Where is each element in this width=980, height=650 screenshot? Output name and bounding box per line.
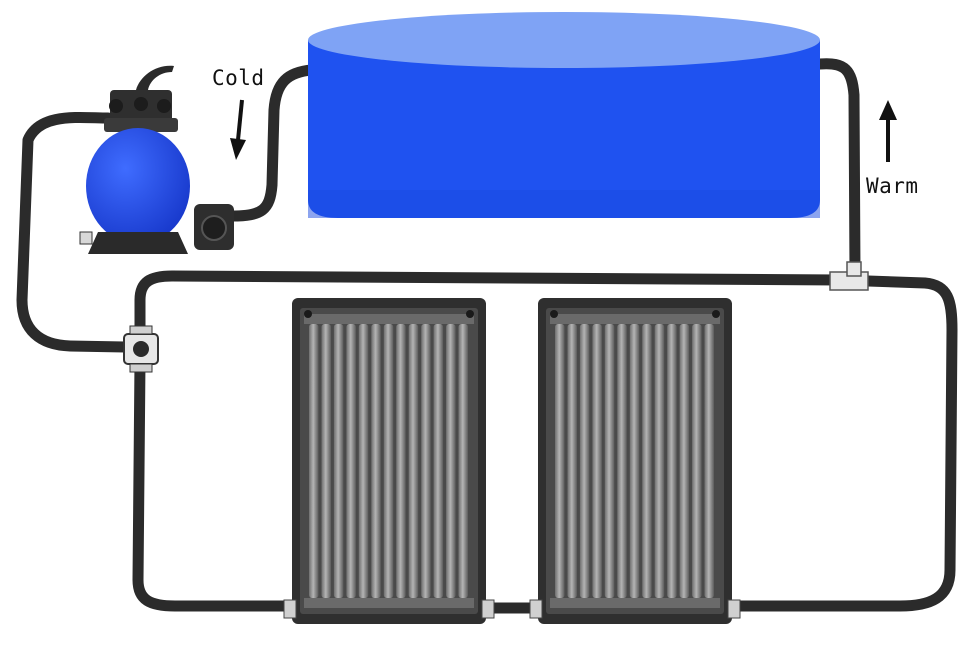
panel-bolt: [466, 310, 474, 318]
hose-tee-right-loop: [730, 275, 958, 612]
pool: [308, 12, 820, 218]
pump-motor-face: [201, 215, 227, 241]
hose-filter-to-valve: [16, 111, 131, 353]
panel-tube: [408, 324, 419, 598]
panel-tube: [458, 324, 468, 598]
panel-tube: [592, 324, 602, 598]
filter-base: [88, 232, 188, 254]
panel-tube: [446, 324, 456, 598]
filter-port-mid: [134, 97, 148, 111]
filter-handle: [136, 65, 174, 90]
panel-tube: [358, 324, 369, 598]
warm-label: Warm: [866, 174, 919, 198]
solar-panel-icon: [283, 298, 495, 624]
panel-header-bottom: [550, 598, 720, 608]
panel-tube: [679, 324, 690, 598]
pool-shadow: [308, 190, 820, 218]
hose-network: [16, 58, 958, 614]
panel-header-top: [304, 314, 474, 324]
panel-tube: [433, 324, 444, 598]
tee-vertical: [846, 261, 862, 277]
panel-tube: [667, 324, 677, 598]
panel-outlet: [481, 599, 495, 619]
pool-body: [308, 40, 820, 218]
hose-valve-to-top-loop: [134, 270, 846, 342]
panel-tube: [421, 324, 431, 598]
panel-tube: [346, 324, 356, 598]
panel-tube: [567, 324, 577, 598]
panel-bolt: [712, 310, 720, 318]
panel-tube: [692, 324, 702, 598]
panel-tube: [396, 324, 406, 598]
panel-tube: [642, 324, 652, 598]
panel-tube: [371, 324, 381, 598]
panel-tube: [309, 324, 319, 598]
panel-bolt: [304, 310, 312, 318]
valve-icon: [123, 325, 159, 373]
valve-collar-bottom: [129, 363, 153, 373]
cold-flow-arrow: [230, 99, 246, 160]
filter-tank: [86, 128, 190, 244]
filter-pump-icon: [79, 65, 234, 254]
filter-valve-ring: [104, 118, 178, 132]
panel-inlet: [283, 599, 297, 619]
valve-collar-top: [129, 325, 153, 335]
filter-port-left: [109, 99, 123, 113]
panel-bolt: [550, 310, 558, 318]
panel-tube: [704, 324, 714, 598]
hose-valve-down-loop: [132, 356, 296, 612]
panel-header-bottom: [304, 598, 474, 608]
panel-tube: [555, 324, 565, 598]
hose-pump-to-pool-cold: [226, 64, 318, 222]
panel-tube: [333, 324, 344, 598]
cold-label: Cold: [212, 66, 265, 90]
solar-panel-icon: [529, 298, 741, 624]
hose-pool-to-tee-warm: [814, 58, 861, 278]
valve-knob: [133, 341, 149, 357]
panel-outlet: [727, 599, 741, 619]
pool-water-surface: [308, 12, 820, 68]
panel-inlet: [529, 599, 543, 619]
panel-tube: [629, 324, 640, 598]
warm-flow-arrow: [879, 100, 897, 162]
panel-tube: [604, 324, 615, 598]
panel-tube: [654, 324, 665, 598]
t-connector-icon: [829, 261, 869, 291]
panel-tube: [383, 324, 394, 598]
panel-header-top: [550, 314, 720, 324]
filter-port-right: [157, 99, 171, 113]
filter-drain: [79, 231, 93, 245]
panel-tube: [579, 324, 590, 598]
panel-tube: [617, 324, 627, 598]
panel-tube: [321, 324, 331, 598]
